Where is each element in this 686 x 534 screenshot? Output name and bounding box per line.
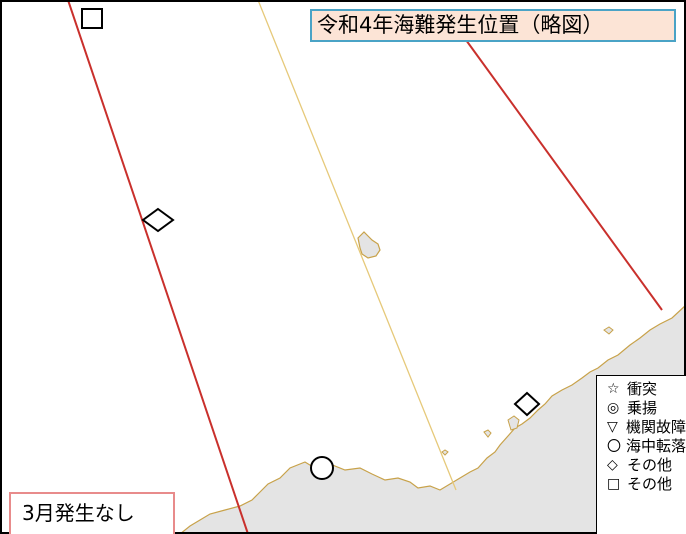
legend-item-overboard: 〇 海中転落 <box>607 436 686 455</box>
legend-item-grounding: ◎ 乗揚 <box>607 398 686 417</box>
legend-item-engine: ▽ 機関故障 <box>607 417 686 436</box>
legend-label: 乗揚 <box>627 399 658 417</box>
central-island <box>357 231 381 259</box>
islet <box>507 415 520 431</box>
square-icon: □ <box>607 475 621 492</box>
legend-item-other-square: □ その他 <box>607 474 686 493</box>
route-line <box>257 0 457 491</box>
circle-icon: 〇 <box>607 438 621 455</box>
islet <box>603 326 614 335</box>
islet <box>441 449 449 456</box>
mainland-land <box>179 304 686 534</box>
legend-item-collision: ☆ 衝突 <box>607 379 686 398</box>
islet <box>483 429 492 438</box>
triangle-down-icon: ▽ <box>607 418 618 435</box>
star-icon: ☆ <box>607 380 620 397</box>
legend-label: その他 <box>627 475 673 493</box>
legend: ☆ 衝突 ◎ 乗揚 ▽ 機関故障 〇 海中転落 ◇ その他 □ その他 <box>596 375 686 534</box>
accident-marker-diamond <box>141 207 175 233</box>
boundary-line-right <box>465 39 663 311</box>
accident-marker-circle <box>310 456 334 480</box>
legend-label: 機関故障 <box>625 418 686 436</box>
accident-marker-diamond <box>513 391 541 417</box>
boundary-line-left <box>67 0 249 534</box>
diamond-icon: ◇ <box>607 456 618 473</box>
double-circle-icon: ◎ <box>607 399 620 416</box>
legend-label: その他 <box>627 456 673 474</box>
legend-label: 衝突 <box>627 380 658 398</box>
accident-marker-square <box>81 8 103 29</box>
map-title: 令和4年海難発生位置（略図） <box>310 9 676 42</box>
legend-label: 海中転落 <box>625 437 686 455</box>
legend-item-other-diamond: ◇ その他 <box>607 455 686 474</box>
monthly-note: 3月発生なし <box>9 492 175 534</box>
